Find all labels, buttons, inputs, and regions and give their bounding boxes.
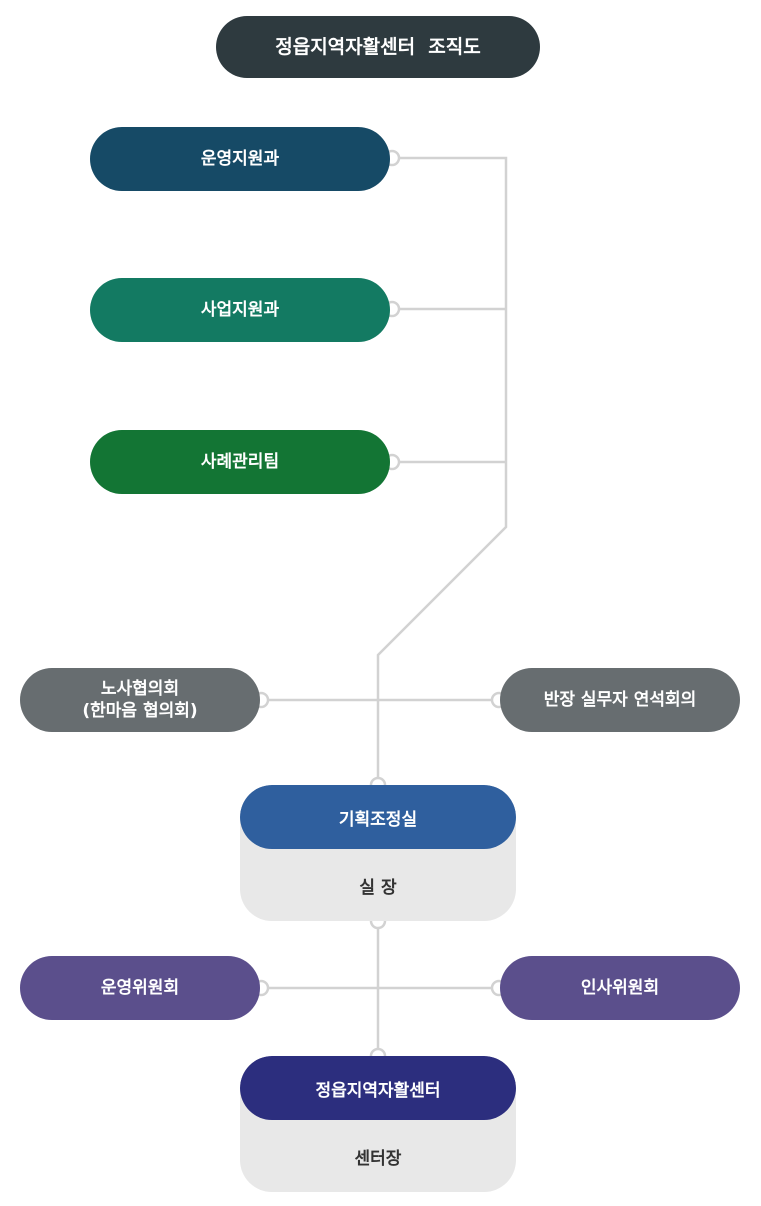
- council-staff-label: 반장 실무자 연석회의: [543, 690, 697, 710]
- center-header: 정읍지역자활센터: [240, 1056, 516, 1120]
- dept-admin-support: 운영지원과: [90, 127, 390, 191]
- center-head-label: 센터장: [354, 1148, 402, 1169]
- committee-personnel: 인사위원회: [500, 956, 740, 1020]
- council-labor-management: 노사협의회 (한마음 협의회): [20, 668, 260, 732]
- dept-case-management: 사례관리팀: [90, 430, 390, 494]
- dept-admin-support-label: 운영지원과: [200, 149, 280, 169]
- council-labor-label-line1: 노사협의회: [100, 679, 180, 699]
- planning-office-card: 기획조정실 실 장: [240, 785, 516, 921]
- committee-operation: 운영위원회: [20, 956, 260, 1020]
- council-staff-meeting: 반장 실무자 연석회의: [500, 668, 740, 732]
- center-label: 정읍지역자활센터: [315, 1080, 441, 1101]
- council-labor-label-line2: (한마음 협의회): [82, 701, 198, 721]
- dept-business-support-label: 사업지원과: [200, 300, 280, 320]
- center-body: 센터장: [240, 1120, 516, 1192]
- planning-office-label: 기획조정실: [338, 809, 418, 830]
- dept-case-management-label: 사례관리팀: [200, 452, 280, 472]
- center-card: 정읍지역자활센터 센터장: [240, 1056, 516, 1192]
- connector-admin: [376, 156, 508, 785]
- dept-business-support: 사업지원과: [90, 278, 390, 342]
- planning-office-head-label: 실 장: [359, 877, 397, 898]
- planning-office-header: 기획조정실: [240, 785, 516, 849]
- page-title-text: 정읍지역자활센터 조직도: [275, 36, 481, 58]
- committee-operation-label: 운영위원회: [100, 978, 180, 998]
- committee-personnel-label: 인사위원회: [580, 978, 660, 998]
- page-title: 정읍지역자활센터 조직도: [216, 16, 540, 78]
- planning-office-body: 실 장: [240, 849, 516, 921]
